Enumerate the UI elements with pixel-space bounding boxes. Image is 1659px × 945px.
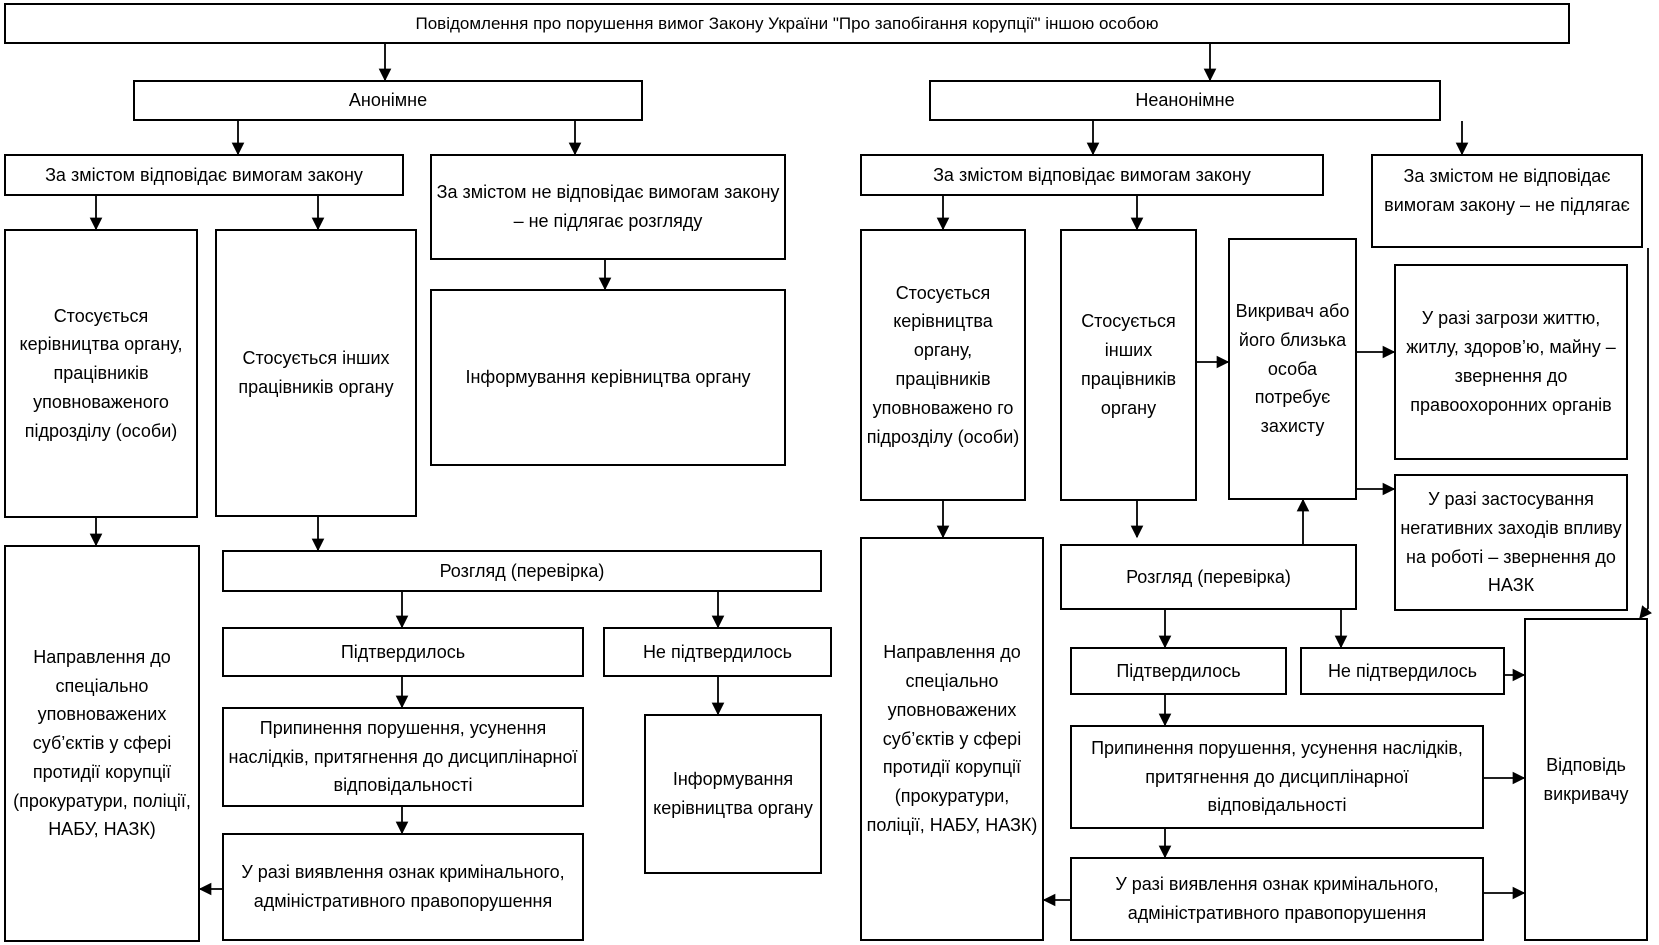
- anon-review-box: Розгляд (перевірка): [222, 550, 822, 592]
- anon-confirmed-box: Підтвердилось: [222, 627, 584, 677]
- nonanonymous-label: Неанонімне: [1135, 90, 1235, 111]
- nonanon-confirmed-box: Підтвердилось: [1070, 647, 1287, 695]
- anon-management-box: Стосується керівництва органу, працівник…: [4, 229, 198, 518]
- anonymous-label: Анонімне: [348, 90, 428, 111]
- nonanon-referral-text: Направлення до спеціально уповноважених …: [866, 642, 1038, 835]
- nonanon-threat-text: У разі загрози життю, житлу, здоров’ю, м…: [1406, 308, 1616, 415]
- anon-termination-text: Припинення порушення, усунення наслідків…: [228, 717, 578, 796]
- nonanon-crime-box: У разі виявлення ознак кримінального, ад…: [1070, 857, 1484, 941]
- nonanon-review-box: Розгляд (перевірка): [1060, 544, 1357, 610]
- nonanon-management-text: Стосується керівництва органу, працівник…: [866, 282, 1020, 447]
- anon-notmeets-text: За змістом не відповідає вимогам закону …: [436, 182, 780, 231]
- nonanon-protection-text: Викривач або його близька особа потребує…: [1235, 301, 1350, 437]
- anon-others-box: Стосується інших працівників органу: [215, 229, 417, 517]
- anon-meets-text: За змістом відповідає вимогам закону: [45, 164, 363, 185]
- anon-inform2-text: Інформування керівництва органу: [653, 769, 813, 818]
- nonanon-confirmed-text: Підтвердилось: [1116, 660, 1241, 681]
- nonanon-meets-text: За змістом відповідає вимогам закону: [933, 164, 1251, 185]
- nonanon-referral-box: Направлення до спеціально уповноважених …: [860, 537, 1044, 941]
- nonanonymous-box: Неанонімне: [929, 80, 1441, 121]
- anon-crime-text: У разі виявлення ознак кримінального, ад…: [241, 862, 565, 911]
- anon-management-text: Стосується керівництва органу, працівник…: [19, 305, 183, 441]
- nonanon-notmeets-text: За змістом не відповідає вимогам закону …: [1384, 166, 1630, 215]
- nonanon-notconfirmed-box: Не підтвердилось: [1300, 647, 1505, 695]
- anon-referral-text: Направлення до спеціально уповноважених …: [13, 646, 191, 840]
- nonanon-notmeets-box: За змістом не відповідає вимогам закону …: [1371, 154, 1643, 248]
- nonanon-response-box: Відповідь викривачу: [1524, 618, 1648, 941]
- anon-others-text: Стосується інших працівників органу: [238, 348, 394, 397]
- title-text: Повідомлення про порушення вимог Закону …: [415, 13, 1159, 33]
- anon-referral-box: Направлення до спеціально уповноважених …: [4, 545, 200, 942]
- anon-notconfirmed-text: Не підтвердилось: [642, 641, 793, 662]
- anon-meets-box: За змістом відповідає вимогам закону: [4, 154, 404, 196]
- anon-inform-text: Інформування керівництва органу: [465, 367, 751, 388]
- nonanon-others-box: Стосується інших працівників органу: [1060, 229, 1197, 501]
- arrow-notmeets-to-response: [1639, 248, 1653, 619]
- anon-crime-box: У разі виявлення ознак кримінального, ад…: [222, 833, 584, 941]
- anon-confirmed-text: Підтвердилось: [340, 641, 466, 662]
- anon-review-text: Розгляд (перевірка): [439, 560, 605, 581]
- nonanon-termination-box: Припинення порушення, усунення наслідків…: [1070, 725, 1484, 829]
- anon-notconfirmed-box: Не підтвердилось: [603, 627, 832, 677]
- nonanon-notconfirmed-text: Не підтвердилось: [1327, 660, 1478, 681]
- nonanon-crime-text: У разі виявлення ознак кримінального, ад…: [1115, 874, 1439, 923]
- nonanon-management-box: Стосується керівництва органу, працівник…: [860, 229, 1026, 501]
- nonanon-threat-box: У разі загрози життю, житлу, здоров’ю, м…: [1394, 264, 1628, 460]
- nonanon-negative-box: У разі застосування негативних заходів в…: [1394, 474, 1628, 611]
- nonanon-protection-box: Викривач або його близька особа потребує…: [1228, 238, 1357, 500]
- anon-notmeets-box: За змістом не відповідає вимогам закону …: [430, 154, 786, 260]
- anon-inform2-box: Інформування керівництва органу: [644, 714, 822, 874]
- anon-inform-box: Інформування керівництва органу: [430, 289, 786, 466]
- anonymous-box: Анонімне: [133, 80, 643, 121]
- title-box: Повідомлення про порушення вимог Закону …: [4, 3, 1570, 44]
- nonanon-meets-box: За змістом відповідає вимогам закону: [860, 154, 1324, 196]
- nonanon-negative-text: У разі застосування негативних заходів в…: [1400, 488, 1622, 596]
- nonanon-response-text: Відповідь викривачу: [1543, 754, 1629, 804]
- nonanon-review-text: Розгляд (перевірка): [1126, 566, 1291, 587]
- anon-termination-box: Припинення порушення, усунення наслідків…: [222, 707, 584, 807]
- nonanon-others-text: Стосується інших працівників органу: [1080, 311, 1177, 418]
- nonanon-termination-text: Припинення порушення, усунення наслідків…: [1091, 737, 1463, 816]
